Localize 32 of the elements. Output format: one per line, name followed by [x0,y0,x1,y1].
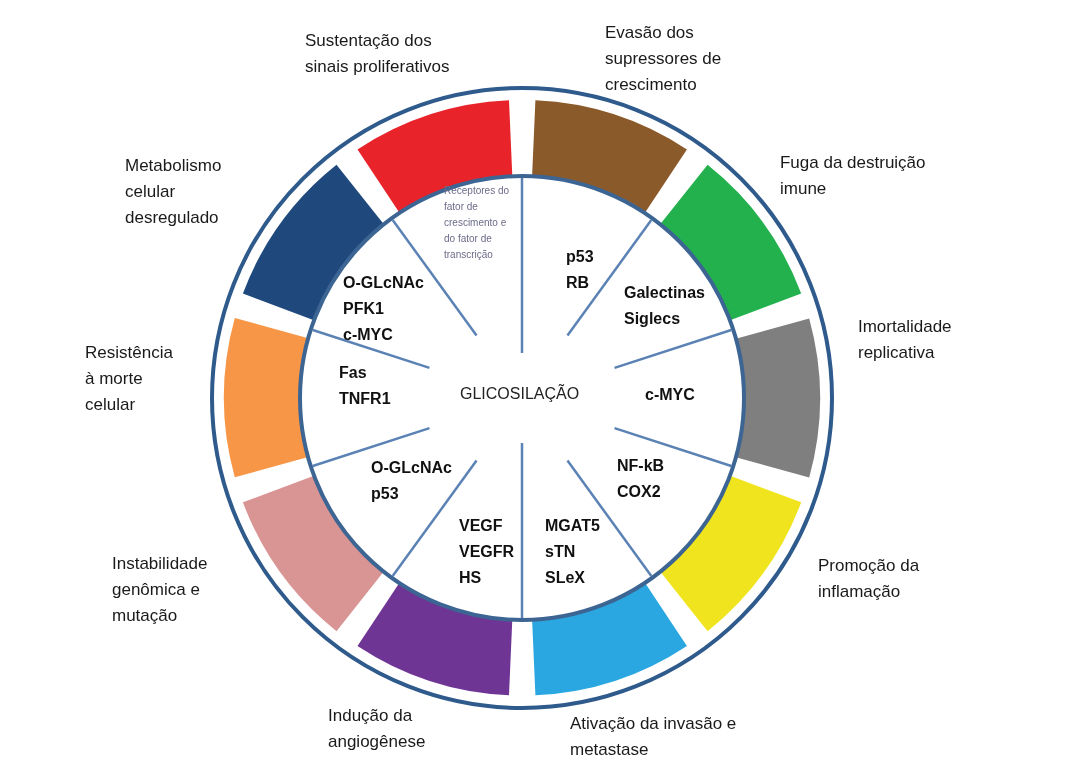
molecule-name: p53 [371,484,399,504]
molecule-name: Siglecs [624,309,681,329]
molecule-name: c-MYC [645,385,695,405]
molecule-name: VEGF [459,516,503,536]
sector-text: Receptores do fator de crescimento e do fator de transcrição [444,184,511,262]
molecule-name: Fas [339,363,367,383]
molecule-name: Galectinas [624,283,705,303]
molecule-name: MGAT5 [545,516,600,536]
molecule-name: c-MYC [343,325,393,345]
molecule-name: p53 [566,247,594,267]
molecule-name: SLeX [545,568,585,588]
molecule-name: NF-kB [617,456,665,476]
hallmark-label: Metabolismo celular desregulado [125,155,223,229]
hallmark-label: Sustentação dos sinais proliferativos [305,30,451,78]
hallmark-label: Instabilidade genômica e mutação [112,553,209,627]
molecule-name: RB [566,273,590,293]
molecule-name: HS [459,568,482,588]
molecule-name: PFK1 [343,299,384,319]
hallmark-label: Fuga da destruição imune [780,152,927,200]
hallmark-label: Indução da angiogênese [328,705,427,753]
molecule-name: O-GLcNAc [343,273,424,293]
hallmark-label: Ativação da invasão e metastase [570,713,738,761]
molecule-name: TNFR1 [339,389,391,409]
molecule-name: O-GLcNAc [371,458,452,478]
molecule-name: COX2 [617,482,661,502]
hallmark-label: Imortalidade replicativa [858,316,953,364]
molecule-name: sTN [545,542,576,562]
molecule-name: VEGFR [459,542,515,562]
hallmark-label: Promoção da inflamação [818,555,921,603]
hallmark-label: Evasão dos supressores de crescimento [605,22,723,96]
hallmark-label: Resistência à morte celular [85,342,174,416]
center-label: GLICOSILAÇÃO [460,385,580,403]
